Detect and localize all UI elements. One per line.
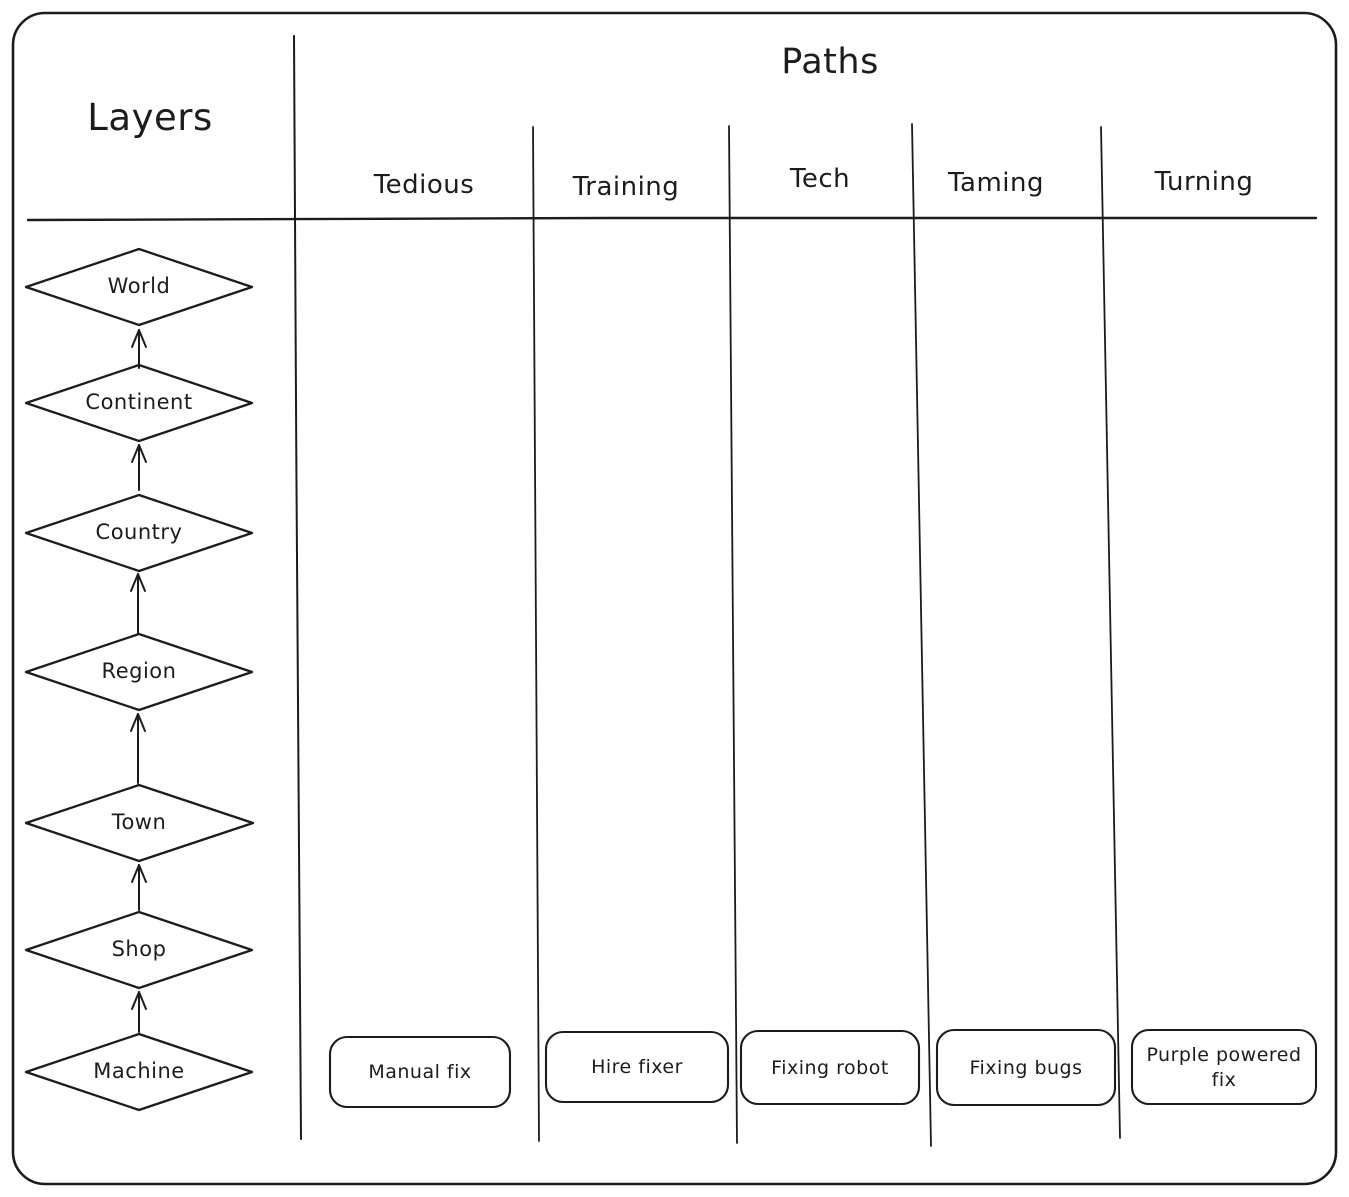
column-divider-1 (532, 126, 540, 1142)
layer-node-machine-shape[interactable] (24, 1032, 254, 1112)
path-box-purple-powered-fix-shape[interactable] (1130, 1028, 1318, 1106)
header-row-divider (26, 216, 1318, 222)
layer-node-region-shape[interactable] (24, 632, 254, 712)
column-header-tedious: Tedious (373, 170, 475, 200)
connector-arrow-region-country (130, 573, 146, 634)
layer-node-machine-label: Machine (93, 1059, 185, 1083)
path-box-fixing-bugs-label: Fixing bugs (969, 1057, 1083, 1079)
layer-node-continent-label: Continent (85, 390, 193, 414)
connector-arrow-continent-world (131, 329, 147, 369)
layers-column-divider (293, 35, 302, 1140)
layer-node-town-label: Town (111, 810, 167, 834)
connector-arrow-shop-town (131, 864, 147, 911)
path-box-manual-fix-shape[interactable] (328, 1035, 512, 1109)
column-header-taming: Taming (947, 168, 1045, 198)
layer-node-country-label: Country (95, 520, 183, 544)
path-box-fixing-bugs-shape[interactable] (935, 1028, 1117, 1107)
column-header-turning: Turning (1154, 167, 1254, 197)
layers-title: Layers (87, 96, 213, 139)
column-header-training: Training (572, 172, 680, 202)
column-divider-4 (1100, 126, 1121, 1139)
column-divider-2 (728, 125, 738, 1144)
layer-node-region-label: Region (101, 659, 177, 683)
path-box-fixing-robot-label: Fixing robot (771, 1057, 889, 1079)
layer-node-shop-shape[interactable] (24, 910, 254, 990)
paths-title: Paths (781, 42, 879, 82)
path-box-fixing-robot-shape[interactable] (739, 1029, 921, 1106)
connector-arrow-machine-shop (131, 991, 147, 1033)
column-divider-3 (911, 123, 932, 1147)
layer-node-world-shape[interactable] (24, 247, 254, 327)
path-box-hire-fixer-label: Hire fixer (591, 1056, 683, 1078)
layer-node-country-shape[interactable] (24, 493, 254, 573)
layer-node-world-label: World (107, 274, 171, 298)
layer-node-continent-shape[interactable] (24, 363, 254, 443)
layer-node-town-shape[interactable] (24, 783, 255, 863)
outer-frame (11, 11, 1338, 1186)
path-box-manual-fix-label: Manual fix (368, 1061, 472, 1083)
layer-node-shop-label: Shop (111, 937, 167, 961)
path-box-purple-powered-fix-label: Purple powered fix (1146, 1044, 1302, 1091)
path-box-hire-fixer-shape[interactable] (544, 1030, 730, 1104)
connector-arrow-town-region (130, 713, 146, 784)
column-header-tech: Tech (789, 164, 851, 194)
connector-arrow-country-continent (131, 444, 147, 491)
